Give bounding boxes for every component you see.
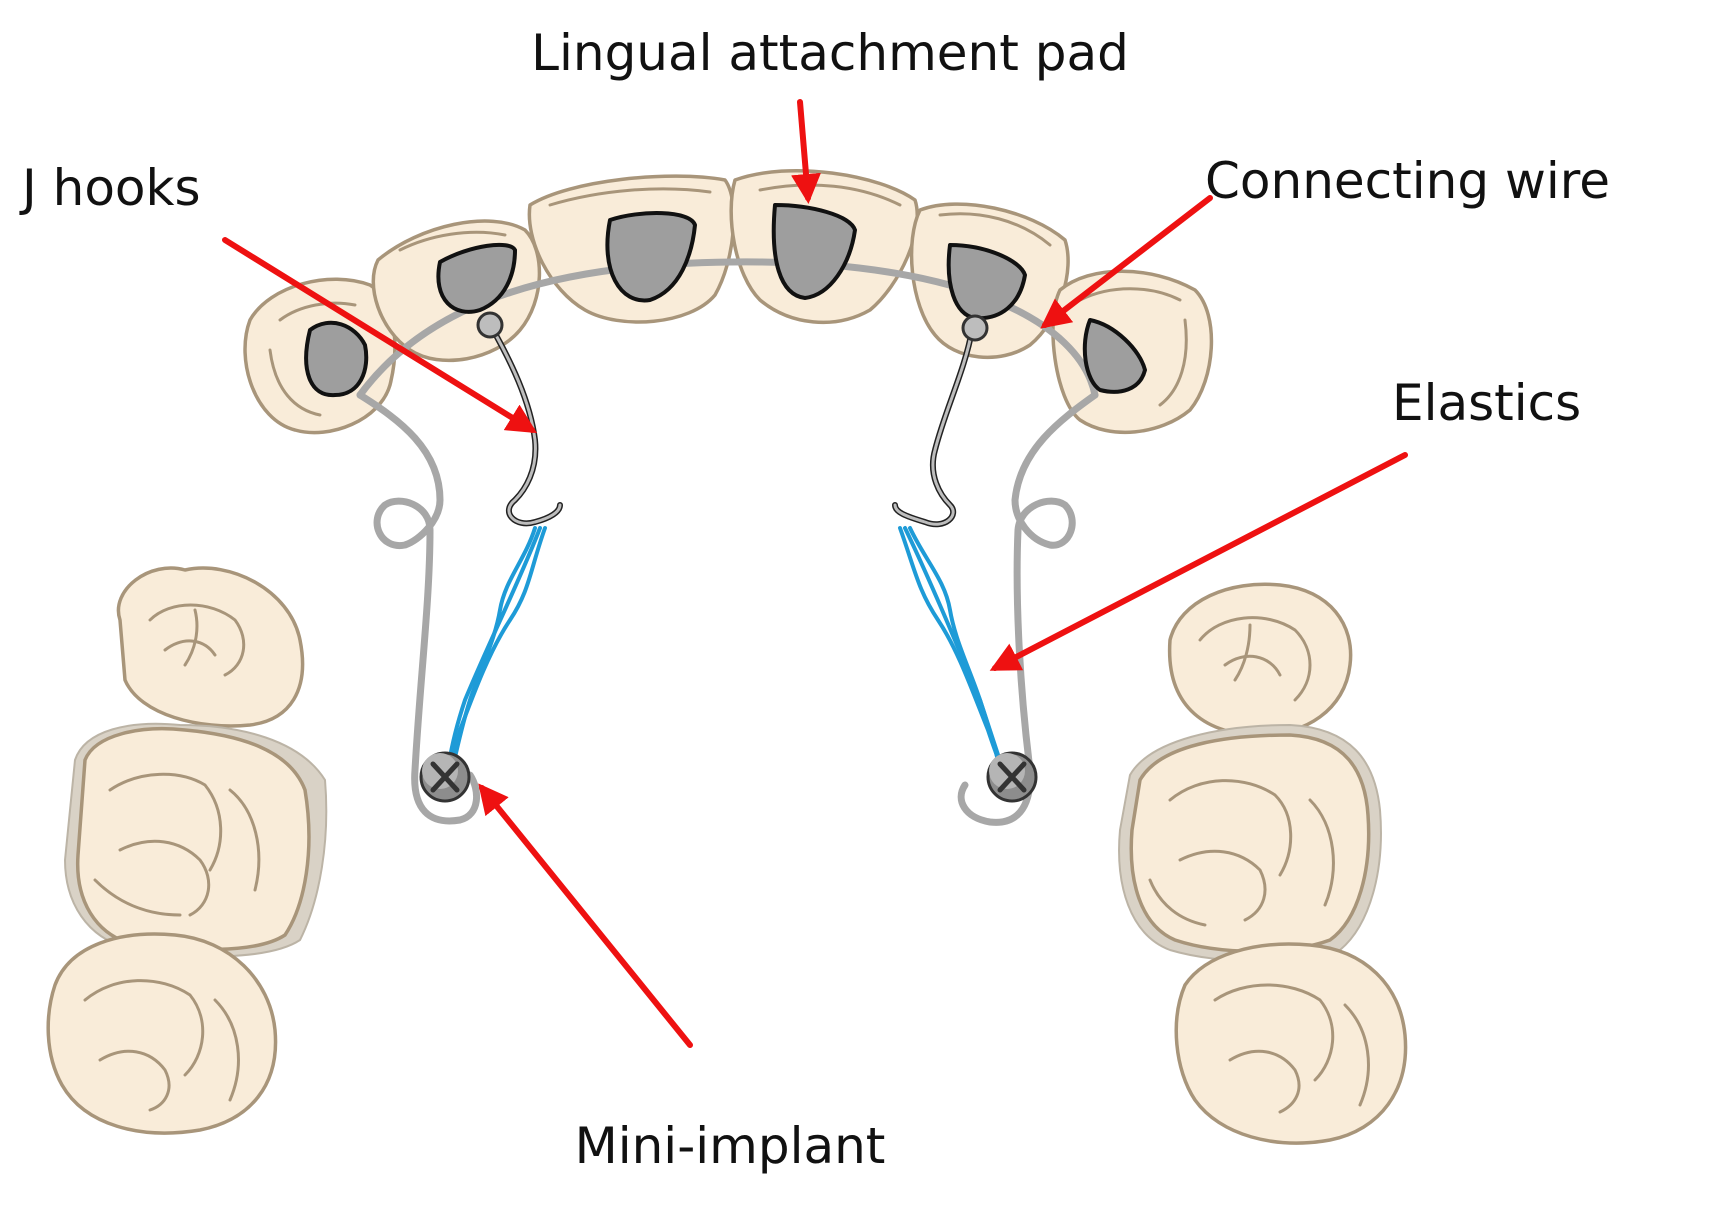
label-connecting-wire: Connecting wire <box>1205 152 1610 210</box>
arrow-lingual-pad <box>791 99 821 204</box>
tooth-right-molar2 <box>1174 942 1408 1145</box>
tooth-left-premolar <box>116 566 305 728</box>
j-hook-left-knob <box>476 311 504 339</box>
tooth-right-premolar <box>1167 582 1353 737</box>
pad-right-lateral <box>946 243 1027 321</box>
pad-left-lateral <box>436 242 517 314</box>
connecting-wire <box>356 258 1099 826</box>
elastic-left <box>446 526 547 772</box>
j-hook-left <box>476 311 563 527</box>
tooth-left-molar2 <box>46 932 278 1135</box>
arrow-j-hooks <box>222 237 538 434</box>
arrow-elastics <box>989 452 1408 671</box>
mini-implant-right <box>986 751 1038 803</box>
posterior-teeth-right <box>1118 582 1408 1145</box>
j-hook-right-knob <box>961 314 989 342</box>
pad-left-central <box>605 211 697 303</box>
label-elastics: Elastics <box>1392 374 1581 432</box>
elastic-right <box>898 526 1005 772</box>
label-j-hooks: J hooks <box>19 159 201 217</box>
label-mini-implant: Mini-implant <box>575 1117 886 1175</box>
lingual-attachment-pads <box>304 203 1147 398</box>
tooth-right-molar1 <box>1129 733 1371 953</box>
posterior-teeth-left <box>46 566 328 1135</box>
j-hook-right <box>892 314 989 528</box>
annotation-arrows <box>222 99 1408 1048</box>
label-lingual-attachment-pad: Lingual attachment pad <box>531 24 1129 82</box>
tooth-left-molar1 <box>75 727 311 952</box>
labels: Lingual attachment pad J hooks Connectin… <box>19 24 1610 1175</box>
anterior-teeth <box>243 169 1214 435</box>
mini-implant-left <box>419 751 471 803</box>
pad-right-central <box>771 203 857 300</box>
arrow-mini-implant <box>478 783 693 1048</box>
arrow-connecting-wire <box>1040 195 1213 329</box>
pad-right-canine <box>1082 318 1147 394</box>
pad-left-canine <box>304 320 369 398</box>
